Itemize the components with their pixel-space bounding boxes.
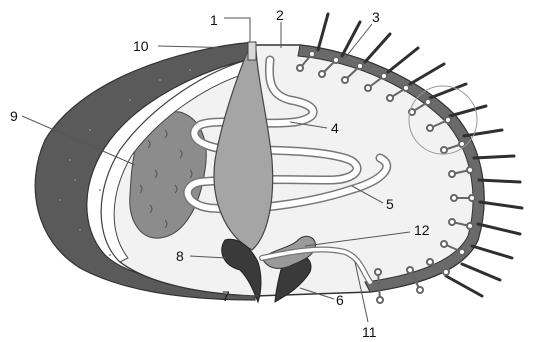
label-5: 5: [386, 196, 394, 212]
label-2: 2: [276, 7, 284, 23]
label-7: 7: [222, 288, 230, 304]
leader-1: [224, 18, 250, 42]
label-3: 3: [372, 9, 380, 25]
label-1: 1: [210, 12, 218, 28]
label-11: 11: [362, 324, 377, 340]
label-9: 9: [10, 108, 18, 124]
label-12: 12: [414, 222, 430, 238]
label-6: 6: [336, 292, 344, 308]
neck: [248, 42, 256, 60]
label-10: 10: [133, 38, 149, 54]
label-8: 8: [176, 248, 184, 264]
label-4: 4: [331, 120, 339, 136]
